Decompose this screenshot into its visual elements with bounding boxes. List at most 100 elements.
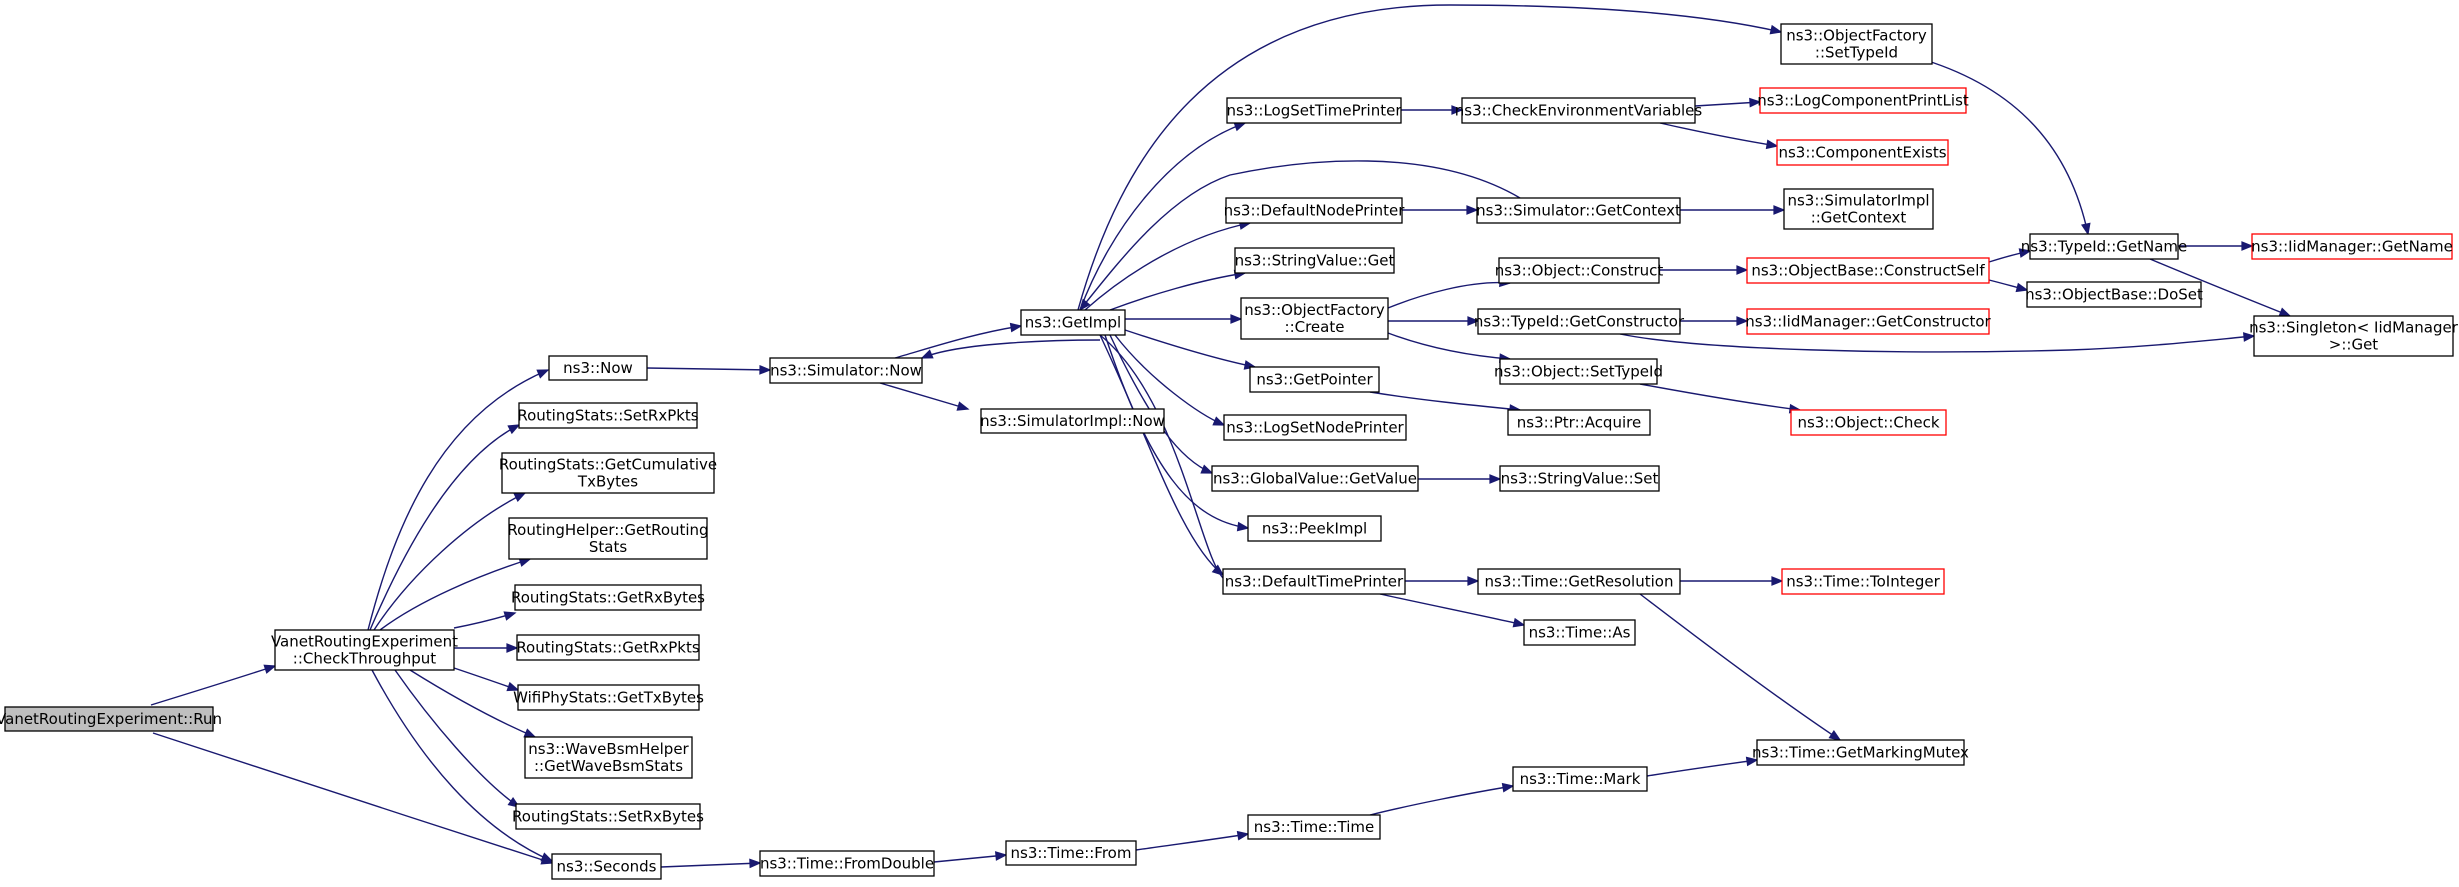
arrowhead-icon xyxy=(1489,474,1502,484)
node-timeTime[interactable]: ns3::Time::Time xyxy=(1247,814,1381,840)
node-box xyxy=(2251,233,2453,260)
node-logCompPrintList[interactable]: ns3::LogComponentPrintList xyxy=(1757,87,1969,114)
edge-now-to-simNow xyxy=(646,364,772,375)
node-label: ns3::ComponentExists xyxy=(1778,144,1946,162)
node-box xyxy=(1499,358,1658,385)
node-setRxBytes[interactable]: RoutingStats::SetRxBytes xyxy=(512,803,704,830)
arrowhead-icon xyxy=(263,664,277,674)
node-timeToInteger[interactable]: ns3::Time::ToInteger xyxy=(1781,568,1945,595)
node-getMarkingMutex[interactable]: ns3::Time::GetMarkingMutex xyxy=(1752,739,1969,766)
edge-line xyxy=(1387,332,1511,360)
node-label: ns3::Time::ToInteger xyxy=(1786,573,1940,591)
edges-layer xyxy=(150,4,2292,869)
node-getImpl[interactable]: ns3::GetImpl xyxy=(1020,309,1126,336)
edge-line xyxy=(1379,593,1525,626)
edge-line xyxy=(1109,334,1213,474)
edge-timeTime-to-timeMark xyxy=(1369,782,1515,816)
node-objFactorySetTypeId[interactable]: ns3::ObjectFactory::SetTypeId xyxy=(1780,23,1933,65)
node-box xyxy=(551,853,662,880)
node-label: ns3::SimulatorImpl xyxy=(1787,192,1929,210)
node-peekImpl[interactable]: ns3::PeekImpl xyxy=(1247,515,1382,542)
node-defaultTimePrinter[interactable]: ns3::DefaultTimePrinter xyxy=(1222,568,1406,595)
arrowhead-icon xyxy=(540,852,554,862)
node-label: ns3::IidManager::GetConstructor xyxy=(1745,313,1991,331)
node-typeIdGetCtor[interactable]: ns3::TypeId::GetConstructor xyxy=(1474,308,1685,335)
node-objSetTypeId[interactable]: ns3::Object::SetTypeId xyxy=(1494,358,1663,385)
edge-getImpl-to-defaultNodePrinter xyxy=(1084,220,1252,311)
arrowhead-icon xyxy=(506,643,519,653)
node-label: ns3::ObjectFactory xyxy=(1786,27,1927,45)
node-label: RoutingHelper::GetRouting xyxy=(507,521,708,539)
node-stringValueGet[interactable]: ns3::StringValue::Get xyxy=(1234,247,1395,274)
node-box xyxy=(514,584,702,611)
node-label: RoutingStats::SetRxBytes xyxy=(512,808,704,826)
node-simImplNow[interactable]: ns3::SimulatorImpl::Now xyxy=(980,408,1165,434)
node-getPointer[interactable]: ns3::GetPointer xyxy=(1249,366,1380,393)
arrowhead-icon xyxy=(1467,316,1480,326)
edge-getPointer-to-ptrAcquire xyxy=(1369,391,1522,414)
edge-line xyxy=(1639,383,1801,411)
edge-simNow-to-simImplNow xyxy=(879,382,970,411)
node-iidMgrGetCtor[interactable]: ns3::IidManager::GetConstructor xyxy=(1745,308,1992,335)
node-typeIdGetName[interactable]: ns3::TypeId::GetName xyxy=(2021,233,2187,260)
node-defaultNodePrinter[interactable]: ns3::DefaultNodePrinter xyxy=(1224,197,1406,224)
node-objConstruct[interactable]: ns3::Object::Construct xyxy=(1495,257,1664,284)
node-label: ns3::ObjectBase::ConstructSelf xyxy=(1751,262,1985,280)
node-singletonGet[interactable]: ns3::Singleton< IidManager >::Get xyxy=(2249,315,2459,357)
node-checkEnvVars[interactable]: ns3::CheckEnvironmentVariables xyxy=(1455,97,1703,124)
node-logSetTimePrinter[interactable]: ns3::LogSetTimePrinter xyxy=(1226,97,1402,124)
node-objFactoryCreate[interactable]: ns3::ObjectFactory::Create xyxy=(1240,297,1389,340)
edge-getImpl-to-globalGetValue xyxy=(1109,334,1214,474)
node-getWaveBsm[interactable]: ns3::WaveBsmHelper::GetWaveBsmStats xyxy=(524,736,693,779)
node-timeGetResolution[interactable]: ns3::Time::GetResolution xyxy=(1477,568,1681,595)
node-label: ns3::IidManager::GetName xyxy=(2251,238,2453,256)
node-label: ns3::Ptr::Acquire xyxy=(1517,414,1641,432)
edge-line xyxy=(394,669,520,808)
node-run[interactable]: VanetRoutingExperiment::Run xyxy=(0,706,222,732)
node-getRxBytes[interactable]: RoutingStats::GetRxBytes xyxy=(511,584,705,611)
node-fromDouble[interactable]: ns3::Time::FromDouble xyxy=(759,850,935,877)
arrowhead-icon xyxy=(1765,139,1779,150)
node-timeMark[interactable]: ns3::Time::Mark xyxy=(1512,766,1648,792)
node-box xyxy=(516,634,700,661)
edge-checkEnvVars-to-componentExists xyxy=(1659,122,1779,150)
node-objCheck[interactable]: ns3::Object::Check xyxy=(1790,409,1947,436)
node-objBaseConstructSelf[interactable]: ns3::ObjectBase::ConstructSelf xyxy=(1746,257,1990,284)
edge-defaultTimePrinter-to-timeAs xyxy=(1379,593,1526,628)
node-ptrAcquire[interactable]: ns3::Ptr::Acquire xyxy=(1507,409,1651,436)
arrowhead-icon xyxy=(2018,248,2032,258)
node-simImplGetContext[interactable]: ns3::SimulatorImpl::GetContext xyxy=(1783,188,1934,230)
node-timeFrom[interactable]: ns3::Time::From xyxy=(1005,840,1137,866)
node-checkThroughput[interactable]: VanetRoutingExperiment::CheckThroughput xyxy=(271,629,458,671)
node-simGetContext[interactable]: ns3::Simulator::GetContext xyxy=(1476,197,1681,224)
node-getRxPkts[interactable]: RoutingStats::GetRxPkts xyxy=(516,634,700,661)
node-objBaseDoSet[interactable]: ns3::ObjectBase::DoSet xyxy=(2025,281,2203,308)
node-getTxBytes[interactable]: WifiPhyStats::GetTxBytes xyxy=(513,684,704,711)
node-setRxPkts[interactable]: RoutingStats::SetRxPkts xyxy=(517,402,699,429)
node-stringValueSet[interactable]: ns3::StringValue::Set xyxy=(1499,465,1660,492)
arrowhead-icon xyxy=(1236,830,1250,841)
edge-line xyxy=(152,732,553,864)
node-now[interactable]: ns3::Now xyxy=(548,355,648,381)
node-iidMgrGetName[interactable]: ns3::IidManager::GetName xyxy=(2251,233,2453,260)
node-componentExists[interactable]: ns3::ComponentExists xyxy=(1776,139,1949,166)
arrowhead-icon xyxy=(1451,105,1464,115)
node-globalGetValue[interactable]: ns3::GlobalValue::GetValue xyxy=(1211,465,1419,492)
node-label: ns3::Time::FromDouble xyxy=(760,855,934,873)
node-timeAs[interactable]: ns3::Time::As xyxy=(1523,619,1636,646)
arrowhead-icon xyxy=(1009,322,1023,333)
node-simNow[interactable]: ns3::Simulator::Now xyxy=(769,357,923,384)
node-logSetNodePrinter[interactable]: ns3::LogSetNodePrinter xyxy=(1223,414,1407,441)
arrowhead-icon xyxy=(507,424,521,435)
node-label: ns3::Time::Time xyxy=(1254,818,1375,836)
node-box xyxy=(548,355,648,381)
node-seconds[interactable]: ns3::Seconds xyxy=(551,853,662,880)
node-label: ns3::SimulatorImpl::Now xyxy=(980,412,1165,430)
node-label: VanetRoutingExperiment::Run xyxy=(0,710,222,728)
node-label: ns3::Object::SetTypeId xyxy=(1494,363,1663,381)
edge-getImpl-to-logSetTimePrinter xyxy=(1079,121,1247,311)
arrowhead-icon xyxy=(1769,24,1783,35)
edge-line xyxy=(2149,258,2291,317)
